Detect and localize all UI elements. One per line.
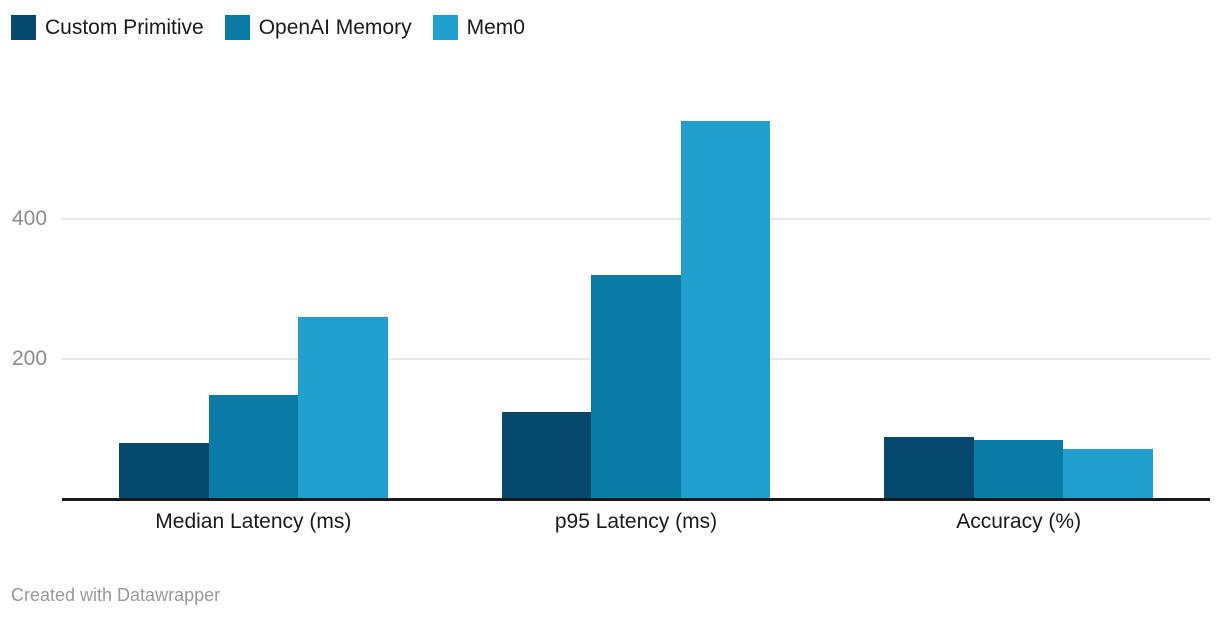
bar[interactable] — [501, 411, 592, 499]
bar[interactable] — [208, 395, 299, 499]
legend-item-label: Custom Primitive — [45, 15, 204, 39]
bar[interactable] — [119, 443, 209, 499]
bar[interactable] — [884, 436, 974, 499]
x-axis-baseline — [62, 498, 1210, 501]
gridline — [62, 218, 1210, 220]
x-tick-label: Accuracy (%) — [956, 510, 1082, 533]
bar[interactable] — [298, 317, 388, 499]
legend-item-label: OpenAI Memory — [258, 15, 412, 39]
legend-item-2[interactable]: Mem0 — [432, 14, 525, 40]
chart-legend: Custom Primitive OpenAI Memory Mem0 — [11, 12, 546, 42]
bar[interactable] — [591, 275, 681, 499]
legend-swatch-icon — [11, 14, 36, 40]
y-tick-label: 400 — [12, 207, 48, 230]
x-tick-label: Median Latency (ms) — [155, 510, 352, 533]
legend-item-label: Mem0 — [466, 15, 525, 39]
y-tick-label: 200 — [12, 347, 48, 370]
legend-item-1[interactable]: OpenAI Memory — [224, 14, 412, 40]
legend-swatch-icon — [224, 14, 250, 40]
bar[interactable] — [1063, 448, 1153, 499]
x-tick-label: p95 Latency (ms) — [554, 510, 718, 533]
datawrapper-credit[interactable]: Created with Datawrapper — [11, 585, 221, 605]
bar[interactable] — [973, 439, 1064, 499]
legend-swatch-icon — [432, 14, 458, 40]
bar[interactable] — [680, 121, 771, 499]
legend-item-0[interactable]: Custom Primitive — [11, 14, 204, 40]
